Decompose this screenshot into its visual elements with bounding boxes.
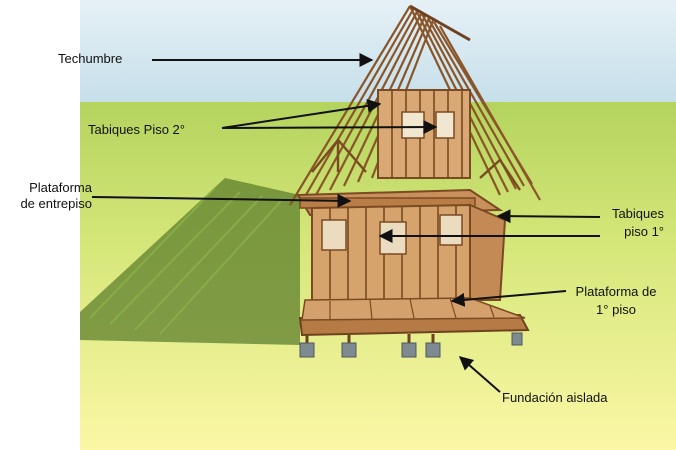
roof-ridge <box>409 4 471 42</box>
label-tabiques-piso-1-line1: Tabiques <box>611 206 664 221</box>
floor-deck <box>301 297 526 321</box>
callout-arrows <box>91 53 601 393</box>
label-tabiques-piso-2: Tabiques Piso 2° <box>88 122 185 137</box>
label-fundacion-aislada: Fundación aislada <box>502 390 608 405</box>
frame-shadow <box>80 178 300 345</box>
shadow-stripes <box>89 187 283 335</box>
label-plataforma-1-piso-line2: 1° piso <box>596 302 636 317</box>
label-plataforma-1-piso-line1: Plataforma de <box>575 284 657 299</box>
label-plataforma-entrepiso-line2: de entrepiso <box>20 196 92 211</box>
label-tabiques-piso-1-line2: piso 1° <box>624 224 664 239</box>
label-techumbre: Techumbre <box>58 51 123 66</box>
arrow-fundacion-aislada <box>458 356 501 393</box>
arrow-plataforma-entrepiso <box>91 193 352 208</box>
first-floor-walls <box>311 203 507 307</box>
label-plataforma-entrepiso-line1: Plataforma <box>29 180 92 195</box>
sky-background <box>80 0 676 102</box>
arrow-tabiques-piso-2-a <box>221 98 382 129</box>
second-floor-walls <box>377 89 471 179</box>
arrow-tabiques-piso-1-b <box>496 209 601 224</box>
pier-posts <box>305 334 435 343</box>
gable-trusses <box>311 138 521 191</box>
arrow-plataforma-1-piso <box>450 290 567 307</box>
foundation-piers <box>299 332 523 358</box>
arrow-tabiques-piso-2-b <box>221 120 438 135</box>
